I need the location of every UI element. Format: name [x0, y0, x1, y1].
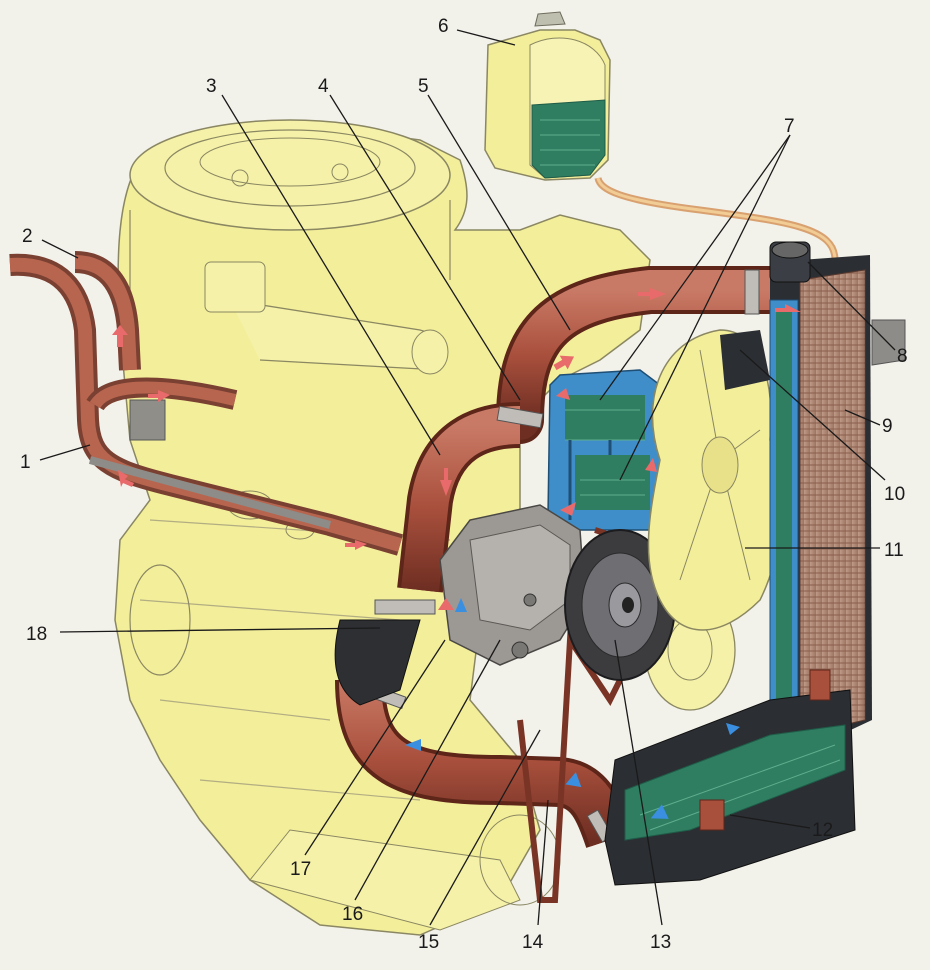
hot-flow-arrow — [440, 468, 452, 496]
leader-1 — [39, 444, 91, 461]
cold-flow-arrow — [565, 772, 582, 788]
radiator-hoses — [334, 266, 794, 848]
leader-3 — [221, 94, 441, 456]
flow-arrows — [112, 288, 801, 819]
callout-18: 18 — [26, 624, 47, 645]
callout-numbers: 1 2 3 4 5 6 7 8 9 10 11 12 13 14 15 16 1… — [20, 16, 908, 953]
hot-flow-arrow — [112, 325, 128, 347]
leader-8 — [807, 261, 896, 351]
hot-flow-arrow — [560, 502, 576, 516]
water-pump — [439, 504, 586, 666]
expansion-tank — [484, 11, 839, 261]
callout-3: 3 — [206, 76, 217, 97]
cold-flow-arrow — [405, 739, 421, 751]
pump-pulley — [517, 527, 676, 903]
hot-flow-arrow — [645, 458, 657, 472]
leader-2 — [41, 239, 79, 259]
leader-13 — [614, 639, 663, 926]
hot-flow-arrow — [638, 288, 666, 300]
callout-16: 16 — [342, 904, 363, 925]
callout-5: 5 — [418, 76, 429, 97]
leader-10 — [739, 349, 886, 481]
leader-9 — [844, 409, 881, 426]
leader-4 — [329, 94, 521, 401]
leader-16 — [354, 639, 501, 901]
leader-12 — [729, 814, 811, 829]
leader-lines — [39, 29, 896, 926]
leader-15 — [429, 729, 541, 926]
cold-flow-arrow — [455, 598, 467, 612]
leader-5 — [427, 94, 571, 331]
leader-17 — [304, 639, 446, 856]
callout-6: 6 — [438, 16, 449, 37]
callout-13: 13 — [650, 932, 671, 953]
callout-8: 8 — [897, 346, 908, 367]
cold-flow-arrow — [726, 723, 740, 735]
callout-15: 15 — [418, 932, 439, 953]
leader-7a — [599, 134, 791, 401]
leader-7b — [619, 134, 791, 481]
callout-11: 11 — [884, 540, 904, 561]
hot-flow-arrow — [775, 304, 801, 312]
hot-flow-arrow — [553, 355, 575, 371]
leader-14 — [537, 799, 549, 926]
radiator — [604, 241, 906, 886]
leader-18 — [59, 627, 381, 633]
callout-1: 1 — [20, 452, 31, 473]
callout-10: 10 — [884, 484, 905, 505]
cooling-fan — [647, 329, 782, 631]
heater-pipes — [9, 251, 404, 556]
callout-4: 4 — [318, 76, 329, 97]
hot-flow-arrow — [118, 470, 134, 487]
callout-12: 12 — [812, 820, 833, 841]
callout-2: 2 — [22, 226, 33, 247]
callout-14: 14 — [522, 932, 544, 953]
hot-flow-arrow — [438, 598, 454, 610]
hot-flow-arrow — [556, 388, 570, 400]
callout-7: 7 — [784, 116, 795, 137]
callout-9: 9 — [882, 416, 893, 437]
cold-flow-arrow — [650, 804, 669, 819]
hot-flow-arrow — [148, 390, 170, 402]
leader-6 — [456, 29, 516, 46]
hot-flow-arrow — [345, 540, 367, 550]
callout-17: 17 — [290, 859, 311, 880]
